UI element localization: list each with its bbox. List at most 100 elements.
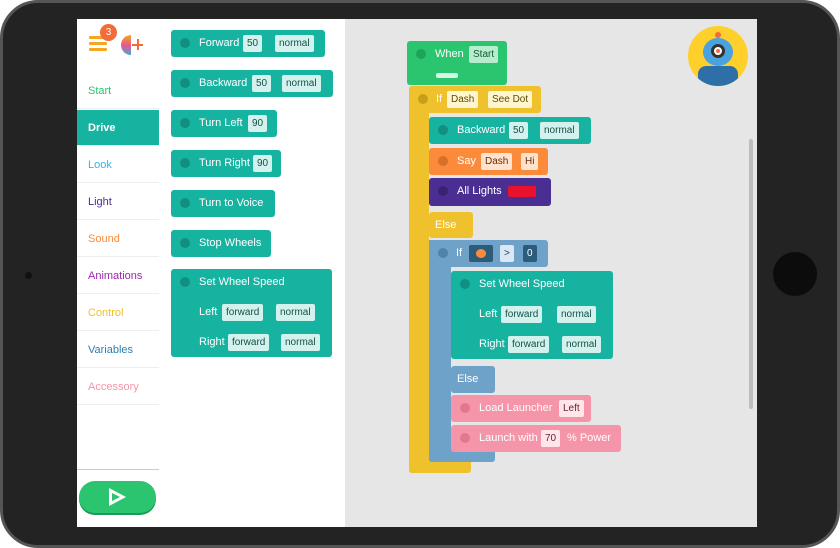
block-connector xyxy=(438,248,448,258)
block-connector xyxy=(438,186,448,196)
left-speed-field[interactable]: normal xyxy=(276,304,315,321)
program-workspace[interactable]: When Start If Dash See Dot Backward 50 n… xyxy=(345,19,757,527)
category-start[interactable]: Start xyxy=(77,73,159,109)
operator-field[interactable]: > xyxy=(500,245,514,262)
angle-field[interactable]: 90 xyxy=(253,155,273,172)
right-direction-field[interactable]: forward xyxy=(508,336,550,353)
value-field[interactable]: 0 xyxy=(523,245,537,262)
block-label: Load Launcher xyxy=(479,402,553,414)
light-color-swatch[interactable] xyxy=(508,186,536,197)
speed-field[interactable]: normal xyxy=(275,35,314,52)
block-connector xyxy=(180,238,190,248)
distance-field[interactable]: 50 xyxy=(509,122,529,139)
block-label: Backward xyxy=(457,124,506,136)
block-connector xyxy=(460,433,470,443)
palette-forward-block[interactable]: Forward 50 normal xyxy=(171,30,325,57)
category-animations-label: Animations xyxy=(88,270,143,282)
if2-block-bottom xyxy=(429,449,495,462)
trigger-field[interactable]: Start xyxy=(469,46,499,63)
palette-turn-right-block[interactable]: Turn Right 90 xyxy=(171,150,281,177)
palette-turn-to-voice-block[interactable]: Turn to Voice xyxy=(171,190,275,217)
set-wheel-speed-block[interactable]: Set Wheel Speed Left forward normal Righ… xyxy=(451,271,613,359)
load-launcher-block[interactable]: Load Launcher Left xyxy=(451,395,591,422)
left-speed-field[interactable]: normal xyxy=(557,306,596,323)
if-block-bottom xyxy=(409,459,471,473)
condition-field[interactable]: See Dot xyxy=(488,91,533,108)
sound-field[interactable]: Hi xyxy=(521,153,539,170)
palette-backward-block[interactable]: Backward 50 normal xyxy=(171,70,333,97)
right-speed-field[interactable]: normal xyxy=(281,334,320,351)
category-start-label: Start xyxy=(88,85,112,97)
power-field[interactable]: 70 xyxy=(541,430,561,447)
category-light[interactable]: Light xyxy=(77,184,159,220)
block-label: Set Wheel Speed xyxy=(199,276,285,288)
run-button[interactable] xyxy=(79,481,156,513)
category-sound[interactable]: Sound xyxy=(77,221,159,257)
right-wheel-label: Right xyxy=(479,338,505,350)
app-screen: 3 Start Drive Look Light Sound Animation… xyxy=(77,19,757,527)
palette-stop-wheels-block[interactable]: Stop Wheels xyxy=(171,230,271,257)
all-lights-block[interactable]: All Lights xyxy=(429,178,551,206)
block-connector xyxy=(180,118,190,128)
speaker-field[interactable]: Dash xyxy=(481,153,513,170)
left-direction-field[interactable]: forward xyxy=(222,304,264,321)
category-control[interactable]: Control xyxy=(77,295,159,331)
category-accessory[interactable]: Accessory xyxy=(77,369,159,405)
if2-block-spine xyxy=(429,240,451,462)
if-label: If xyxy=(436,93,443,105)
category-look[interactable]: Look xyxy=(77,147,159,183)
notification-badge: 3 xyxy=(100,24,117,41)
workspace-scrollbar[interactable] xyxy=(749,139,753,409)
category-animations[interactable]: Animations xyxy=(77,258,159,294)
badge-count: 3 xyxy=(105,27,112,38)
robot-avatar[interactable] xyxy=(688,26,748,86)
left-wheel-label: Left xyxy=(479,308,498,320)
if-block-spine xyxy=(409,89,429,473)
block-connector xyxy=(438,156,448,166)
distance-field[interactable]: 50 xyxy=(243,35,263,52)
block-label: Backward xyxy=(199,77,248,89)
category-drive[interactable]: Drive xyxy=(77,110,159,146)
if-compare-block[interactable]: If > 0 xyxy=(429,240,548,267)
launch-with-block[interactable]: Launch with 70 % Power xyxy=(451,425,621,452)
say-block[interactable]: Say Dash Hi xyxy=(429,148,548,175)
add-robot-icon[interactable] xyxy=(121,35,143,55)
block-connector xyxy=(180,198,190,208)
when-label: When xyxy=(435,48,464,60)
category-variables[interactable]: Variables xyxy=(77,332,159,368)
category-control-label: Control xyxy=(88,307,124,319)
palette-set-wheel-speed-block[interactable]: Set Wheel Speed Left forward normal Righ… xyxy=(171,269,332,357)
else-label: Else xyxy=(457,373,479,385)
else-label-block: Else xyxy=(429,212,473,238)
speed-field[interactable]: normal xyxy=(282,75,321,92)
angle-field[interactable]: 90 xyxy=(248,115,268,132)
home-button[interactable] xyxy=(773,252,817,296)
block-label: Turn Left xyxy=(199,117,243,129)
left-wheel-label: Left xyxy=(199,306,218,318)
block-connector xyxy=(180,158,190,168)
left-direction-field[interactable]: forward xyxy=(501,306,543,323)
right-direction-field[interactable]: forward xyxy=(228,334,270,351)
category-accessory-label: Accessory xyxy=(88,381,139,393)
sensor-input[interactable] xyxy=(469,245,493,262)
block-connector xyxy=(460,279,470,289)
backward-block[interactable]: Backward 50 normal xyxy=(429,117,591,144)
right-wheel-label: Right xyxy=(199,336,225,348)
else2-label-block: Else xyxy=(451,366,495,393)
subject-field[interactable]: Dash xyxy=(447,91,479,108)
right-speed-field[interactable]: normal xyxy=(562,336,601,353)
block-connector xyxy=(418,94,428,104)
when-start-block[interactable]: When Start xyxy=(407,41,507,85)
speed-field[interactable]: normal xyxy=(540,122,579,139)
launcher-side-field[interactable]: Left xyxy=(559,400,584,417)
distance-field[interactable]: 50 xyxy=(252,75,272,92)
category-sound-label: Sound xyxy=(88,233,120,245)
if-label: If xyxy=(456,247,463,259)
menu-icon[interactable] xyxy=(89,33,109,51)
category-variables-label: Variables xyxy=(88,344,134,356)
palette-turn-left-block[interactable]: Turn Left 90 xyxy=(171,110,277,137)
if-dash-see-dot-block[interactable]: If Dash See Dot xyxy=(409,86,541,113)
block-label: Say xyxy=(457,155,476,167)
block-connector xyxy=(180,277,190,287)
power-unit-label: % Power xyxy=(567,432,612,444)
